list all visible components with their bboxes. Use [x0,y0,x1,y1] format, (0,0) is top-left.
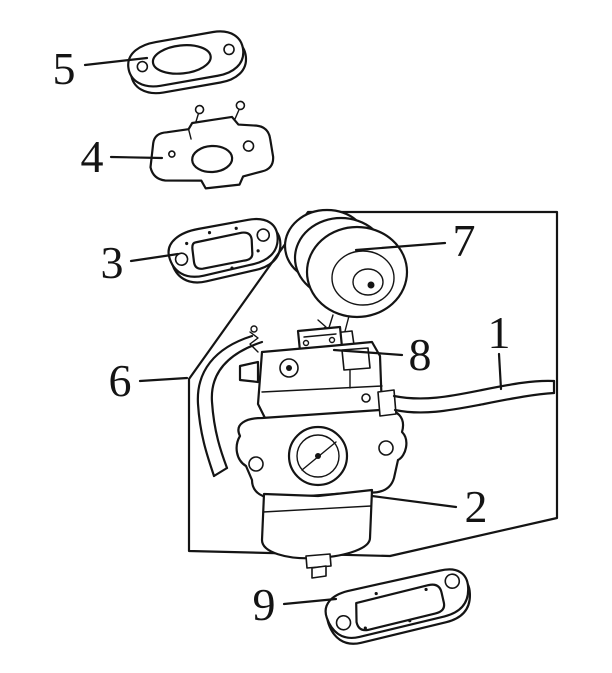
insulator-stud-right-head [235,100,246,111]
gasket-bottom-bolt-hole-left [335,614,352,631]
cap-innermost-ring [352,268,384,296]
choke-link [249,331,259,353]
left-boss [238,360,260,384]
part-chamber-cap [283,208,409,319]
part-gasket-bottom [324,568,471,645]
callout-4-label: 4 [81,131,104,182]
callout-8-label: 8 [409,329,432,380]
flange-bolt-hole-left [248,456,264,472]
bowl-outline [260,488,374,560]
callout-7-label: 7 [453,215,476,266]
callout-2-label: 2 [465,481,488,532]
gasket-top-bolt-hole-right [223,43,235,56]
part-gasket-middle [167,217,282,284]
flange-bolt-hole-right [378,440,394,456]
carburetor-upper-body [238,325,384,422]
cap-inner-ring [331,250,395,306]
assembly-boundary-box [187,210,559,558]
pipe-fitting [377,389,397,417]
leader-line-5 [83,56,149,67]
gasket-middle-center-hole [191,231,254,270]
callout-1: 1 [488,307,511,391]
insulator-detail-line [187,128,192,140]
leader-line-1 [497,352,503,391]
tube-end [212,466,229,478]
leader-line-4 [109,155,164,160]
body-block [341,347,371,371]
callout-7: 7 [354,215,476,266]
insulator-small-hole [242,140,255,152]
callout-3: 3 [101,237,180,288]
callout-5: 5 [53,43,149,94]
gasket-middle-bolt-hole-left [174,252,189,267]
drain-nut [305,553,332,569]
gasket-top-bolt-hole-left [136,60,149,73]
callout-9: 9 [253,579,338,630]
float-bowl [260,488,374,579]
overflow-tube [196,334,264,478]
leader-line-8 [332,348,404,357]
venturi-inner [296,434,340,478]
leader-line-6 [138,376,189,383]
insulator-stud-right [233,107,241,122]
cap-center-dot [367,281,375,289]
gasket-bottom-bolt-hole-right [444,573,461,589]
gasket-bottom-center-hole [355,583,446,632]
fuel-pipe [377,379,556,417]
leader-line-3 [129,252,180,263]
part-insulator [149,100,275,190]
callout-4: 4 [81,131,164,182]
drain-bolt [311,565,327,579]
callout-6-label: 6 [109,355,132,406]
callout-9-label: 9 [253,579,276,630]
part-gasket-top [127,30,247,95]
leader-line-2 [370,494,458,509]
callout-6: 6 [109,355,189,406]
callout-1-label: 1 [488,307,511,358]
callout-5-label: 5 [53,43,76,94]
gasket-middle-bolt-hole-right [256,228,271,242]
gasket-top-center-hole [151,44,212,75]
carburetor-flange [235,408,408,500]
insulator-stud-left-head [194,104,205,115]
insulator-pin-hole [168,150,176,158]
callout-3-label: 3 [101,237,124,288]
leader-line-7 [354,241,447,252]
callout-2: 2 [370,481,488,532]
callout-8: 8 [332,329,432,380]
cap-front-face [305,225,409,319]
leader-line-9 [282,597,338,606]
insulator-center-hole [191,144,234,174]
